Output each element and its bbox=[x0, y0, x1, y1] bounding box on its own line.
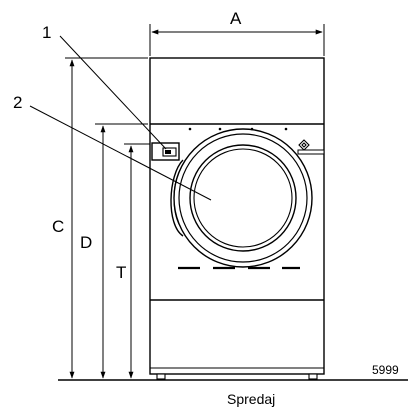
machine-feet bbox=[156, 373, 318, 380]
diamond-logo-icon bbox=[298, 139, 310, 151]
label-d: D bbox=[80, 233, 92, 252]
label-a: A bbox=[230, 9, 242, 28]
label-t: T bbox=[116, 263, 126, 282]
figure-number: 5999 bbox=[372, 363, 399, 377]
callout-2-label: 2 bbox=[13, 93, 22, 112]
door-latch bbox=[297, 149, 325, 155]
dimension-a bbox=[149, 24, 325, 56]
view-caption: Spredaj bbox=[227, 391, 275, 407]
dryer-cabinet bbox=[149, 57, 325, 375]
extension-lines bbox=[65, 57, 150, 145]
label-c: C bbox=[52, 217, 64, 236]
door-window-icon bbox=[170, 128, 313, 268]
callout-1-label: 1 bbox=[42, 23, 51, 42]
callout-2-leader bbox=[29, 105, 212, 201]
control-panel-icon bbox=[151, 142, 180, 161]
callout-1-leader bbox=[59, 35, 167, 150]
